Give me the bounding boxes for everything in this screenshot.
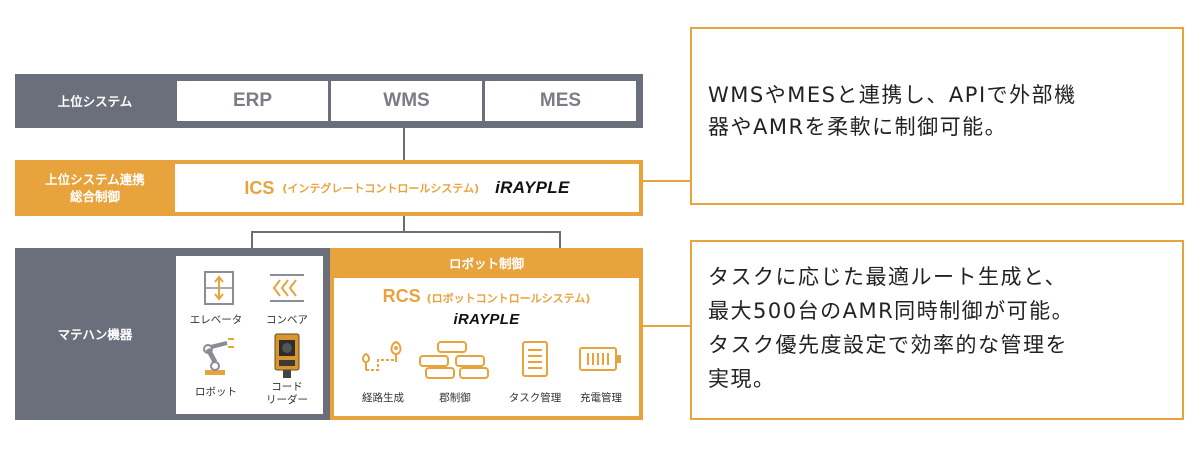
elevator-icon	[204, 271, 234, 305]
route-icon	[362, 340, 402, 371]
ics-label-line2: 総合制御	[69, 189, 120, 204]
ics-subtitle: (インテグレートコントロールシステム)	[282, 182, 480, 195]
material-handling-band: マテハン機器 エレベータ コンベア ロボット	[15, 248, 330, 420]
battery-icon	[579, 347, 621, 371]
robot-control-panel: RCS (ロボットコントロールシステム) iRAYPLE 経路生成 郡制御	[334, 278, 639, 416]
rcs-title: RCS	[382, 286, 421, 306]
callout-rcs-line2: 最大500台のAMR同時制御が可能。	[708, 299, 1075, 323]
connector-to-robot	[559, 231, 561, 248]
callout-rcs: タスクに応じた最適ルート生成と、 最大500台のAMR同時制御が可能。 タスク優…	[690, 240, 1184, 420]
robot-control-band: ロボット制御 RCS (ロボットコントロールシステム) iRAYPLE 経路生成…	[330, 248, 643, 420]
conveyor-label: コンベア	[266, 314, 308, 326]
callout-connector-1	[643, 180, 690, 182]
connector-ics-horizontal	[251, 231, 561, 233]
callout-connector-2	[643, 325, 690, 327]
callout-rcs-line4: 実現。	[708, 367, 776, 391]
conveyor-icon	[270, 274, 304, 302]
callout-rcs-line1: タスクに応じた最適ルート生成と、	[708, 265, 1068, 289]
mes-box: MES	[485, 81, 636, 121]
ics-box: ICS (インテグレートコントロールシステム) iRAYPLE	[175, 164, 639, 212]
task-label: タスク管理	[508, 392, 562, 404]
code-reader-label-line2: リーダー	[266, 394, 308, 406]
erp-box: ERP	[177, 81, 328, 121]
wms-box: WMS	[331, 81, 482, 121]
ics-label: 上位システム連携 総合制御	[15, 160, 175, 216]
fleet-icon	[419, 341, 489, 379]
callout-ics: WMSやMESと連携し、APIで外部機 器やAMRを柔軟に制御可能。	[690, 27, 1184, 205]
connector-upper-ics	[403, 128, 405, 160]
code-reader-label-line1: コード	[271, 381, 303, 393]
connector-to-devices	[251, 231, 253, 248]
robot-label: ロボット	[195, 386, 237, 398]
connector-ics-down	[403, 216, 405, 232]
task-list-icon	[522, 341, 548, 377]
rcs-subtitle: (ロボットコントロールシステム)	[426, 292, 591, 305]
ics-band: 上位システム連携 総合制御 ICS (インテグレートコントロールシステム) iR…	[15, 160, 643, 216]
code-reader-icon	[274, 333, 300, 378]
callout-rcs-line3: タスク優先度設定で効率的な管理を	[708, 333, 1068, 357]
fleet-label: 郡制御	[439, 392, 471, 404]
battery-label: 充電管理	[580, 392, 622, 404]
callout-ics-line1: WMSやMESと連携し、APIで外部機	[708, 83, 1077, 107]
rcs-irayple-logo: iRAYPLE	[453, 311, 520, 328]
code-reader-label: コード リーダー	[252, 381, 322, 407]
material-handling-label: マテハン機器	[57, 326, 133, 342]
robot-arm-icon	[203, 338, 234, 375]
ics-title: ICS	[244, 177, 275, 198]
devices-panel: エレベータ コンベア ロボット コード	[176, 256, 323, 414]
irayple-logo: iRAYPLE	[495, 178, 570, 197]
upper-system-label: 上位システム	[57, 93, 133, 109]
route-label: 経路生成	[362, 392, 404, 404]
ics-label-line1: 上位システム連携	[45, 172, 145, 187]
robot-control-header: ロボット制御	[448, 255, 524, 271]
upper-system-band: 上位システム ERP WMS MES	[15, 74, 643, 128]
elevator-label: エレベータ	[189, 314, 243, 326]
callout-ics-line2: 器やAMRを柔軟に制御可能。	[708, 115, 1008, 139]
rcs-title-row: RCS (ロボットコントロールシステム)	[334, 286, 639, 307]
